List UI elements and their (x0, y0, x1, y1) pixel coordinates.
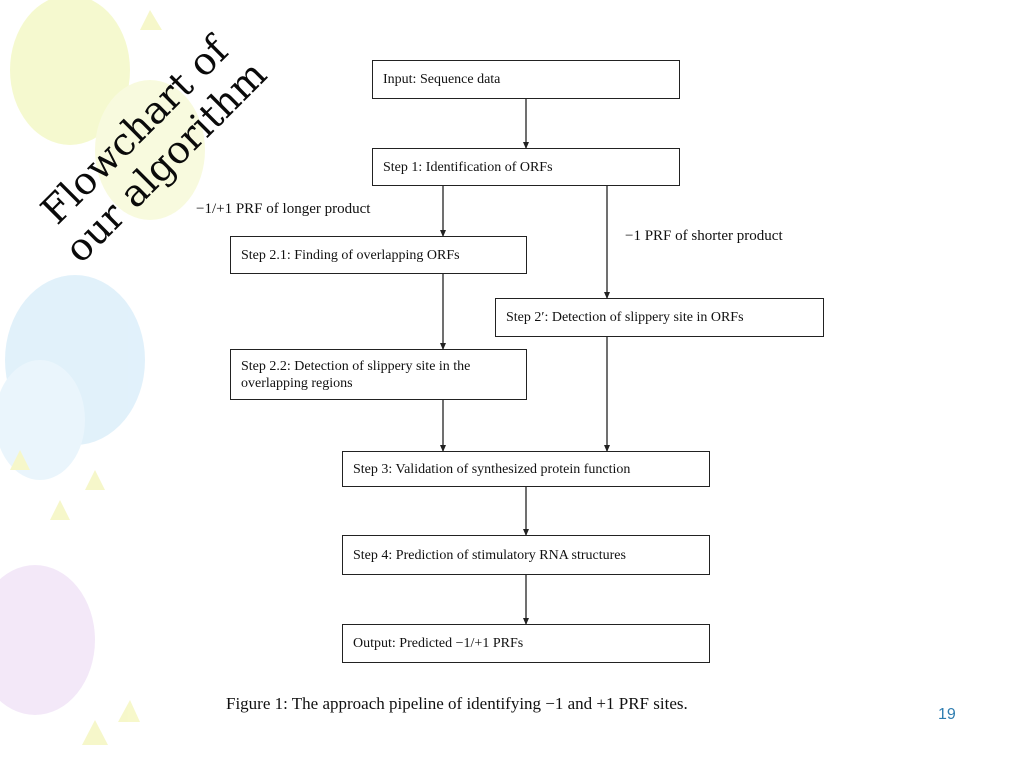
node-step22-label: Step 2.2: Detection of slippery site in … (241, 358, 471, 391)
node-step3: Step 3: Validation of synthesized protei… (342, 451, 710, 487)
edge-label-shorter: −1 PRF of shorter product (625, 228, 783, 244)
node-step21: Step 2.1: Finding of overlapping ORFs (230, 236, 527, 274)
node-step1-label: Step 1: Identification of ORFs (383, 159, 553, 175)
figure-caption: Figure 1: The approach pipeline of ident… (226, 694, 688, 713)
node-output: Output: Predicted −1/+1 PRFs (342, 624, 710, 663)
node-input-label: Input: Sequence data (383, 72, 501, 87)
star-decoration-5 (118, 700, 140, 722)
blue-balloon-decoration-2 (0, 360, 85, 480)
star-decoration-6 (140, 10, 162, 30)
node-output-label: Output: Predicted −1/+1 PRFs (353, 636, 524, 651)
node-step2p: Step 2′: Detection of slippery site in O… (495, 298, 824, 337)
node-step4: Step 4: Prediction of stimulatory RNA st… (342, 535, 710, 575)
node-step4-label: Step 4: Prediction of stimulatory RNA st… (353, 547, 626, 563)
node-step2p-label: Step 2′: Detection of slippery site in O… (506, 310, 744, 325)
yellow-balloon-decoration (10, 0, 130, 145)
star-decoration-3 (50, 500, 70, 520)
node-step22: Step 2.2: Detection of slippery site in … (230, 349, 527, 400)
yellow-balloon-decoration-2 (95, 80, 205, 220)
node-step21-label: Step 2.1: Finding of overlapping ORFs (241, 247, 460, 263)
star-decoration-4 (82, 720, 108, 745)
star-decoration (10, 450, 30, 470)
node-step3-label: Step 3: Validation of synthesized protei… (353, 461, 631, 477)
purple-balloon-decoration (0, 565, 95, 715)
page-number: 19 (938, 706, 956, 723)
node-step1: Step 1: Identification of ORFs (372, 148, 680, 186)
edge-label-longer: −1/+1 PRF of longer product (196, 201, 371, 217)
node-input: Input: Sequence data (372, 60, 680, 99)
star-decoration-2 (85, 470, 105, 490)
